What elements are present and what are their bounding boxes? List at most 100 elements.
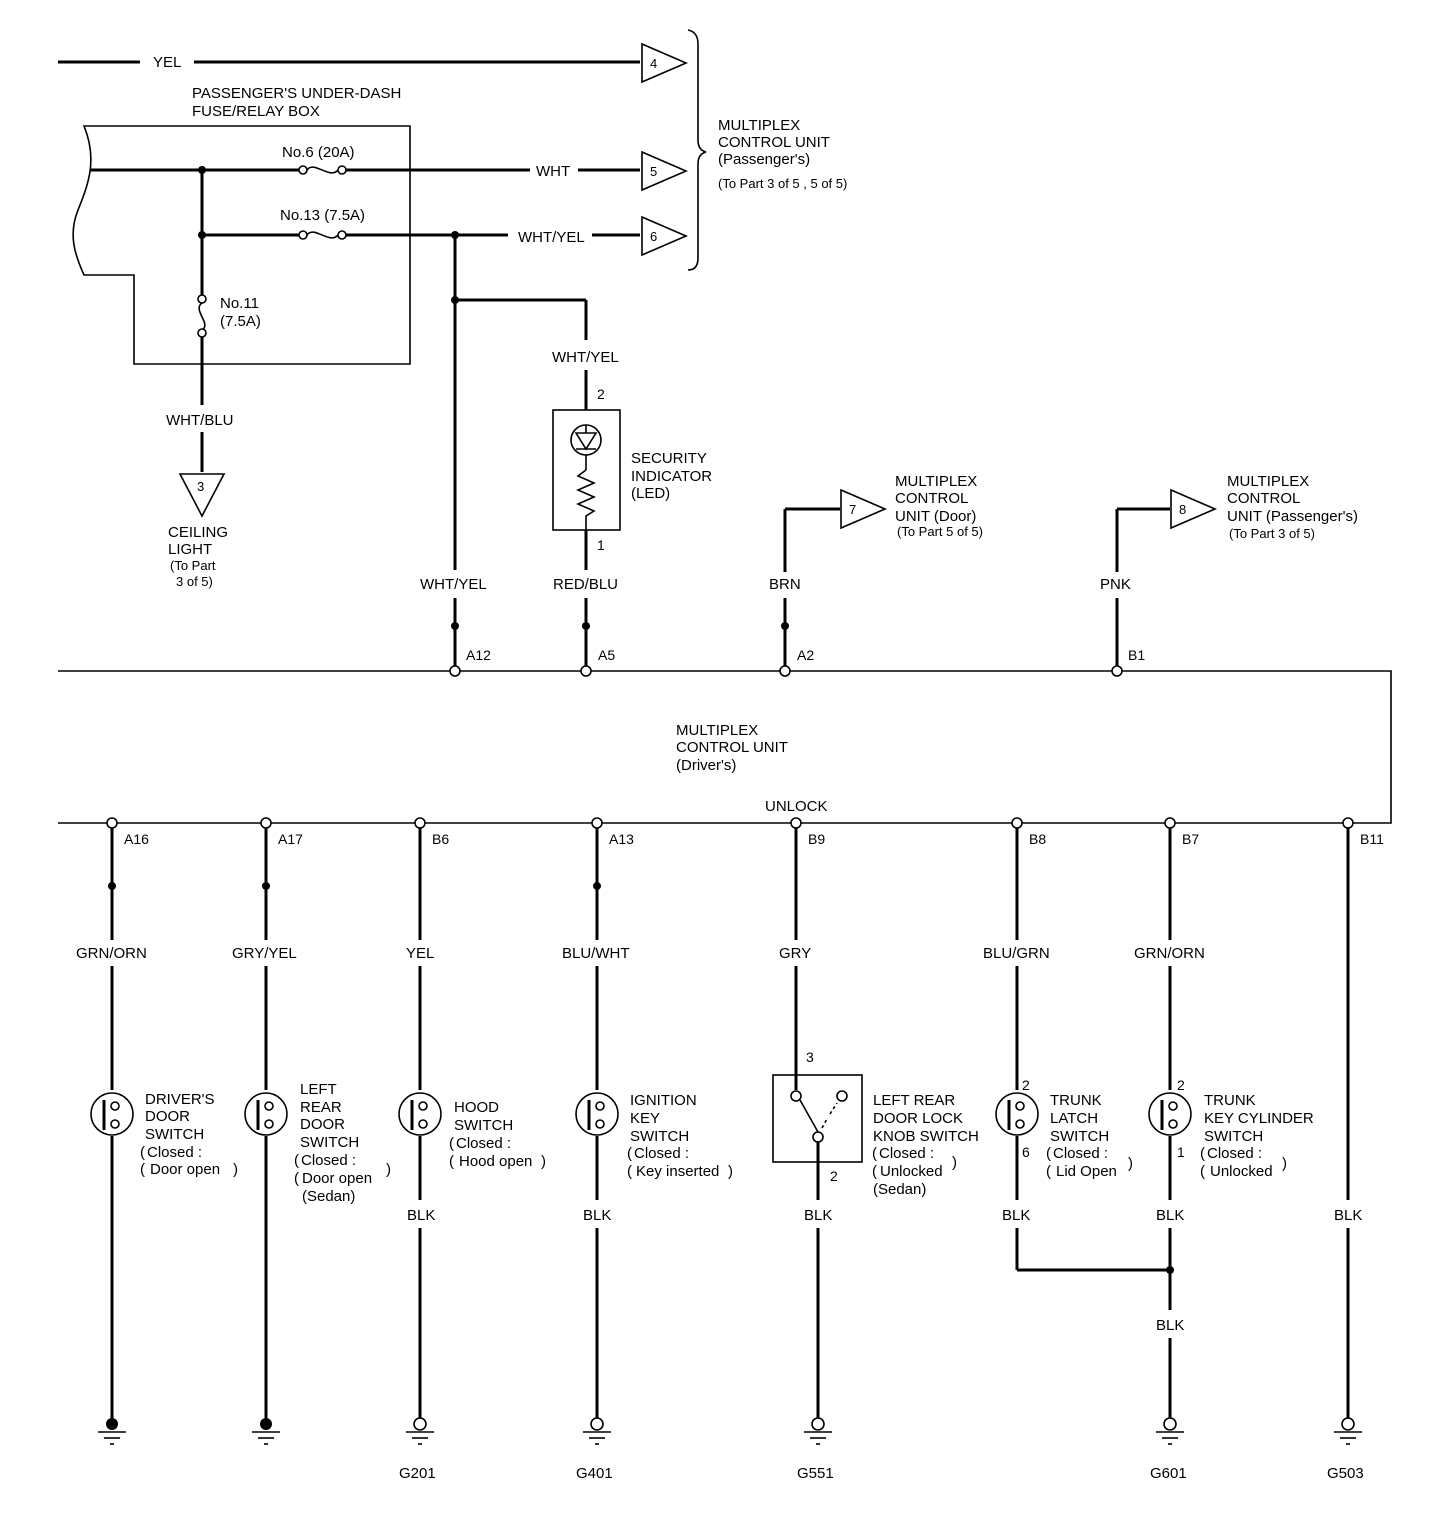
svg-text:Closed :: Closed :	[1053, 1145, 1108, 1162]
yel-wire: YEL	[58, 54, 640, 71]
ground-g601: G601	[1150, 1417, 1187, 1482]
svg-text:CONTROL UNIT: CONTROL UNIT	[718, 134, 830, 151]
svg-text:Lid Open: Lid Open	[1056, 1163, 1117, 1180]
svg-text:KNOB SWITCH: KNOB SWITCH	[873, 1128, 979, 1145]
svg-text:Door open: Door open	[150, 1161, 220, 1178]
svg-text:LEFT REAR: LEFT REAR	[873, 1092, 955, 1109]
trunk-key-cylinder-switch: TRUNK KEY CYLINDER SWITCH ( Closed : ( U…	[1148, 1092, 1314, 1180]
svg-text:6: 6	[1022, 1144, 1030, 1160]
svg-text:KEY CYLINDER: KEY CYLINDER	[1204, 1110, 1314, 1127]
security-wire-top-label: WHT/YEL	[552, 349, 619, 366]
svg-text:DRIVER'S: DRIVER'S	[145, 1091, 215, 1108]
svg-text:3: 3	[806, 1049, 814, 1065]
svg-text:): )	[1282, 1155, 1287, 1172]
fuse-no11: No.11 (7.5A)	[197, 294, 261, 338]
svg-text:A12: A12	[466, 647, 491, 663]
b8-wire-label: BLU/GRN	[983, 945, 1050, 962]
connector-7: 7	[840, 488, 888, 530]
svg-text:): )	[728, 1163, 733, 1180]
svg-text:B7: B7	[1182, 831, 1199, 847]
svg-text:G401: G401	[576, 1465, 613, 1482]
svg-text:UNIT (Passenger's): UNIT (Passenger's)	[1227, 508, 1358, 525]
svg-text:DOOR LOCK: DOOR LOCK	[873, 1110, 963, 1127]
svg-text:SWITCH: SWITCH	[1050, 1128, 1109, 1145]
connector-8: 8	[1170, 488, 1218, 530]
fuse-no11-label-2: (7.5A)	[220, 313, 261, 330]
ground-g201: G201	[399, 1417, 436, 1482]
svg-text:CONTROL: CONTROL	[1227, 490, 1300, 507]
svg-text:B1: B1	[1128, 647, 1145, 663]
drivers-door-switch: DRIVER'S DOOR SWITCH ( Closed : ( Door o…	[90, 1091, 238, 1178]
ground-g503: G503	[1327, 1417, 1364, 1482]
fuse-no6: No.6 (20A)	[282, 144, 530, 175]
knob-ground-wire-label: BLK	[804, 1207, 832, 1224]
svg-text:B9: B9	[808, 831, 825, 847]
svg-text:CONTROL: CONTROL	[895, 490, 968, 507]
mux-pass2-label: MULTIPLEX CONTROL UNIT (Passenger's) (To…	[1227, 473, 1358, 541]
svg-text:8: 8	[1179, 502, 1186, 517]
svg-text:KEY: KEY	[630, 1110, 660, 1127]
fuse-no6-label: No.6 (20A)	[282, 144, 355, 161]
svg-text:(To Part 3 of 5): (To Part 3 of 5)	[1229, 526, 1315, 541]
svg-text:DOOR: DOOR	[145, 1108, 190, 1125]
svg-text:LEFT: LEFT	[300, 1081, 337, 1098]
svg-text:HOOD: HOOD	[454, 1099, 499, 1116]
svg-text:Closed :: Closed :	[1207, 1145, 1262, 1162]
ground-g551: G551	[797, 1417, 834, 1482]
yel-wire-label: YEL	[153, 54, 181, 71]
b7-wire-label: GRN/ORN	[1134, 945, 1205, 962]
svg-text:(To Part 5 of 5): (To Part 5 of 5)	[897, 524, 983, 539]
svg-text:): )	[952, 1154, 957, 1171]
ignition-key-switch: IGNITION KEY SWITCH ( Closed : ( Key ins…	[575, 1092, 733, 1180]
fuse-no11-label-1: No.11	[220, 295, 259, 312]
ignition-ground-wire-label: BLK	[583, 1207, 611, 1224]
connector-4: 4	[641, 42, 689, 84]
latch-ground-wire-label: BLK	[1002, 1207, 1030, 1224]
a16-wire-label: GRN/ORN	[76, 945, 147, 962]
svg-text:(: (	[627, 1163, 632, 1180]
mux-driver-unit: MULTIPLEX CONTROL UNIT (Driver's) UNLOCK	[58, 670, 1392, 824]
svg-text:Closed :: Closed :	[301, 1152, 356, 1169]
connector-5: 5	[641, 150, 689, 192]
svg-text:G503: G503	[1327, 1465, 1364, 1482]
svg-text:2: 2	[1177, 1077, 1185, 1093]
svg-text:A2: A2	[797, 647, 814, 663]
svg-text:(: (	[1200, 1145, 1205, 1162]
svg-text:3: 3	[197, 479, 204, 494]
svg-text:(: (	[449, 1153, 454, 1170]
ground-symbol	[98, 1418, 126, 1445]
svg-text:SWITCH: SWITCH	[630, 1128, 689, 1145]
svg-text:(: (	[1046, 1163, 1051, 1180]
ceiling-light-label: CEILING LIGHT (To Part 3 of 5)	[168, 524, 228, 589]
svg-text:DOOR: DOOR	[300, 1116, 345, 1133]
svg-text:G551: G551	[797, 1465, 834, 1482]
wht-wire-label: WHT	[536, 163, 570, 180]
svg-text:): )	[541, 1153, 546, 1170]
svg-text:MULTIPLEX: MULTIPLEX	[895, 473, 977, 490]
b9-wire-label: GRY	[779, 945, 811, 962]
svg-text:LIGHT: LIGHT	[168, 541, 212, 558]
svg-text:6: 6	[650, 229, 657, 244]
svg-text:B6: B6	[432, 831, 449, 847]
svg-text:SWITCH: SWITCH	[145, 1126, 204, 1143]
b1-wire-label: PNK	[1100, 576, 1131, 593]
b6-wire-label: YEL	[406, 945, 434, 962]
mux-door-label: MULTIPLEX CONTROL UNIT (Door) (To Part 5…	[895, 473, 983, 539]
svg-text:): )	[233, 1161, 238, 1178]
svg-text:G601: G601	[1150, 1465, 1187, 1482]
ground-g401: G401	[576, 1417, 613, 1482]
svg-text:2: 2	[597, 386, 605, 402]
svg-text:Closed :: Closed :	[634, 1145, 689, 1162]
svg-text:2: 2	[830, 1168, 838, 1184]
svg-text:(To Part 3 of 5 , 5 of 5): (To Part 3 of 5 , 5 of 5)	[718, 176, 847, 191]
svg-text:2: 2	[1022, 1077, 1030, 1093]
a13-wire-label: BLU/WHT	[562, 945, 630, 962]
svg-text:SWITCH: SWITCH	[1204, 1128, 1263, 1145]
a2-wire-label: BRN	[769, 576, 801, 593]
svg-text:(: (	[1046, 1145, 1051, 1162]
svg-text:Closed :: Closed :	[147, 1144, 202, 1161]
connector-6: 6	[641, 215, 689, 257]
svg-text:A16: A16	[124, 831, 149, 847]
svg-text:Hood open: Hood open	[459, 1153, 532, 1170]
